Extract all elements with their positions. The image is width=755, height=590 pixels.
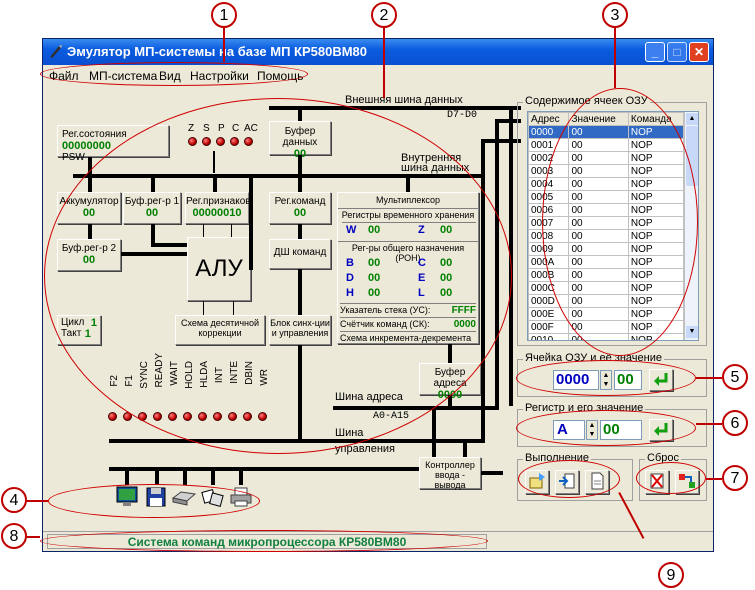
dev-link-3 xyxy=(183,469,187,485)
callout-line-1 xyxy=(223,26,225,62)
callout-4: 4 xyxy=(1,487,27,513)
callout-ellipse-menu xyxy=(40,62,308,86)
external-data-bus-label: Внешняя шина данных xyxy=(345,94,463,106)
scroll-down-icon[interactable]: ▼ xyxy=(686,326,698,338)
dev-link-1 xyxy=(125,469,129,485)
close-button[interactable]: ✕ xyxy=(689,42,709,62)
title-bar[interactable]: Эмулятор МП-системы на базе МП КР580ВМ80… xyxy=(43,39,713,65)
callout-7: 7 xyxy=(722,465,748,491)
io-controller-label-1: Контроллер xyxy=(425,460,475,470)
dev-link-5 xyxy=(239,469,243,485)
callout-1: 1 xyxy=(211,2,237,28)
reset-label: Сброс xyxy=(645,452,681,464)
control-bus-label-2: управления xyxy=(335,443,395,455)
psw-label-2: PSW xyxy=(62,152,85,163)
callout-6: 6 xyxy=(722,410,748,436)
callout-ellipse-register xyxy=(516,410,696,446)
callout-ellipse-reset xyxy=(636,462,706,494)
window-title: Эмулятор МП-системы на базе МП КР580ВМ80 xyxy=(67,44,367,59)
ram-cell-address[interactable]: 0010 xyxy=(528,333,570,340)
callout-line-6 xyxy=(696,423,722,425)
callout-ellipse-scheme xyxy=(44,98,512,454)
callout-2: 2 xyxy=(371,2,397,28)
callout-ellipse-status xyxy=(40,530,488,552)
psw-bus-link xyxy=(88,157,92,174)
ram-header-address[interactable]: Адрес xyxy=(528,112,570,126)
psw-value: 00000000 xyxy=(62,140,111,152)
external-data-bus-lines: D7-D0 xyxy=(447,110,478,121)
minimize-button[interactable]: _ xyxy=(645,42,665,62)
callout-line-7 xyxy=(706,478,722,480)
callout-ellipse-cell xyxy=(516,360,696,396)
scroll-up-icon[interactable]: ▲ xyxy=(686,113,698,125)
callout-line-3 xyxy=(614,26,616,88)
callout-5: 5 xyxy=(722,364,748,390)
callout-line-8 xyxy=(26,536,40,538)
io-addr-link xyxy=(432,410,436,457)
io-right-link xyxy=(481,471,503,475)
dev-link-2 xyxy=(155,469,159,485)
callout-line-5 xyxy=(696,377,722,379)
callout-ellipse-execution xyxy=(518,460,620,498)
callout-ellipse-ram xyxy=(542,88,698,356)
external-data-bus xyxy=(269,106,509,110)
maximize-button[interactable]: □ xyxy=(667,42,687,62)
signal-f2-led xyxy=(108,412,117,421)
callout-3: 3 xyxy=(602,2,628,28)
ram-link-h1 xyxy=(481,139,521,143)
callout-8: 8 xyxy=(1,523,27,549)
io-controller[interactable]: Контроллер ввода - вывода xyxy=(419,457,481,490)
ram-cell-address[interactable]: 000F xyxy=(528,320,570,334)
ram-link-h3 xyxy=(509,106,521,110)
callout-line-4 xyxy=(26,500,48,502)
app-icon xyxy=(48,44,63,59)
io-bus xyxy=(109,467,419,471)
io-ctrl-link xyxy=(463,443,467,457)
ram-data-link xyxy=(509,106,513,406)
ram-link-h2 xyxy=(495,119,521,123)
addrbuf-down-link xyxy=(448,395,452,407)
callout-ellipse-devices xyxy=(48,484,260,518)
callout-9: 9 xyxy=(658,562,684,588)
io-controller-label-2: ввода - вывода xyxy=(434,470,466,490)
psw-label-1: Рег.состояния xyxy=(62,129,127,140)
dev-link-4 xyxy=(211,469,215,485)
callout-line-2 xyxy=(383,26,385,98)
